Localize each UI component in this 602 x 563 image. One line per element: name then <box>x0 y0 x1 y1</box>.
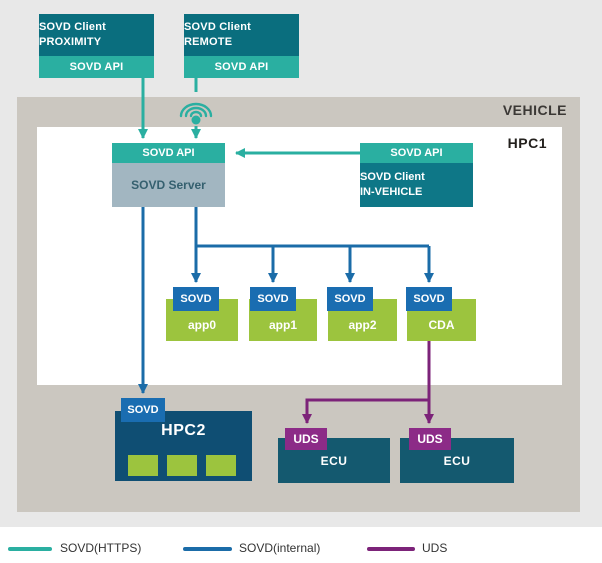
hpc2-label: HPC2 <box>161 422 206 439</box>
app0-sovd-tab: SOVD <box>173 287 219 311</box>
hpc2-box: HPC2 <box>115 411 252 481</box>
client-proximity-api: SOVD API <box>39 56 154 78</box>
client-remote-title: SOVD Client REMOTE <box>184 14 299 56</box>
client-in-vehicle-title: SOVD Client IN-VEHICLE <box>360 163 473 207</box>
client-in-vehicle-api: SOVD API <box>360 143 473 163</box>
client-proximity-line2: PROXIMITY <box>39 36 102 48</box>
legend-label-uds: UDS <box>422 541 448 555</box>
cda-sovd-tab: SOVD <box>406 287 452 311</box>
sovd-server-api: SOVD API <box>112 143 225 163</box>
client-in-vehicle-line1: SOVD Client <box>360 170 425 183</box>
hpc2-app-block <box>206 455 236 476</box>
hpc1-label: HPC1 <box>507 135 547 151</box>
client-proximity-line1: SOVD Client <box>39 20 106 33</box>
app2-sovd-tab: SOVD <box>327 287 373 311</box>
client-remote-line2: REMOTE <box>184 36 233 48</box>
app1-sovd-tab: SOVD <box>250 287 296 311</box>
client-remote-api: SOVD API <box>184 56 299 78</box>
hpc2-app-block <box>167 455 197 476</box>
hpc2-app-block <box>128 455 158 476</box>
legend-label-sovd-https: SOVD(HTTPS) <box>60 541 142 555</box>
ecu1-uds-tab: UDS <box>285 428 327 450</box>
legend-swatch-sovd-internal <box>183 547 232 551</box>
legend-swatch-uds <box>367 547 415 551</box>
client-in-vehicle-line2: IN-VEHICLE <box>360 186 423 198</box>
client-remote: SOVD Client REMOTE SOVD API <box>184 14 299 78</box>
sovd-server: SOVD API SOVD Server <box>112 143 225 207</box>
client-in-vehicle: SOVD API SOVD Client IN-VEHICLE <box>360 143 473 207</box>
vehicle-label: VEHICLE <box>502 102 567 118</box>
legend-label-sovd-internal: SOVD(internal) <box>239 541 321 555</box>
wifi-icon <box>179 102 213 125</box>
hpc2-sovd-tab: SOVD <box>121 398 165 422</box>
client-remote-line1: SOVD Client <box>184 20 251 33</box>
sovd-server-label: SOVD Server <box>112 163 225 207</box>
legend-swatch-sovd-https <box>8 547 52 551</box>
client-proximity-title: SOVD Client PROXIMITY <box>39 14 154 56</box>
client-proximity: SOVD Client PROXIMITY SOVD API <box>39 14 154 78</box>
ecu2-uds-tab: UDS <box>409 428 451 450</box>
